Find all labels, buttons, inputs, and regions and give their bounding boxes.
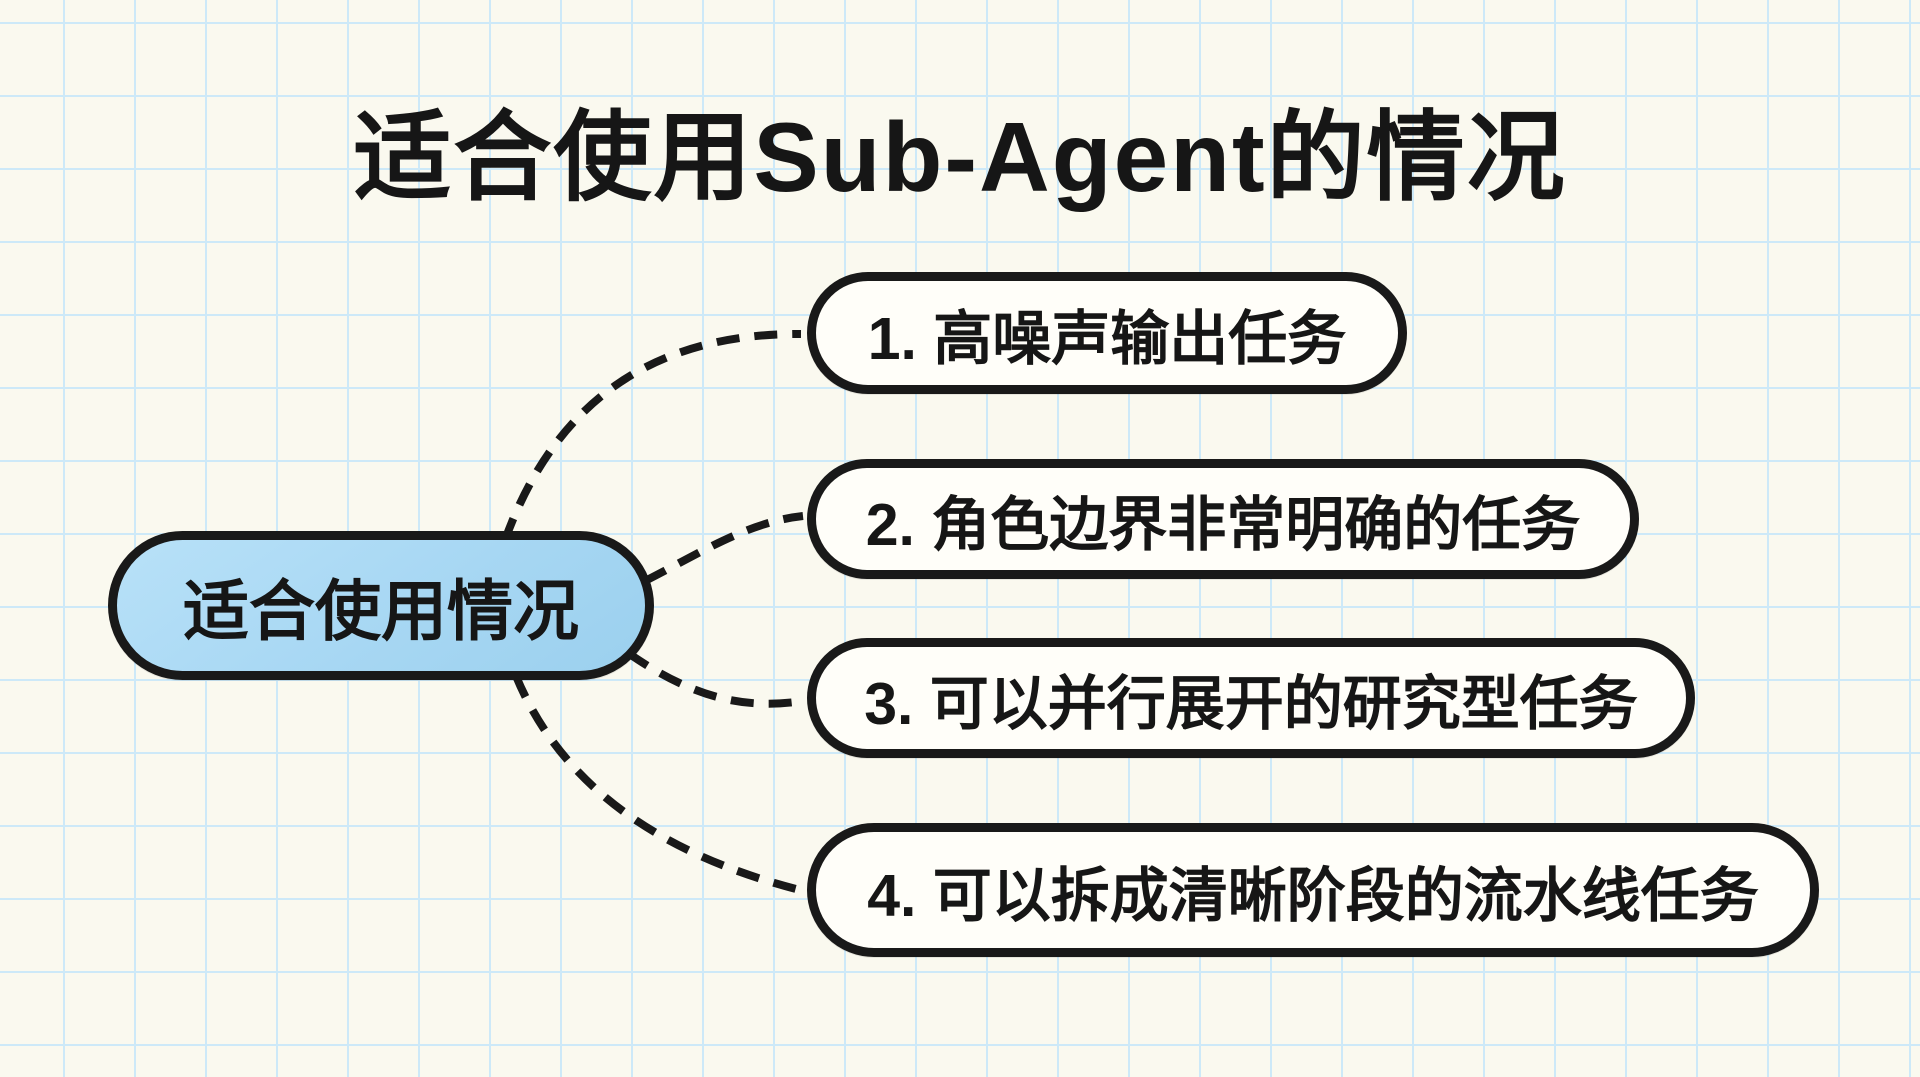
branch-node-1-label: 1. 高噪声输出任务 [867, 305, 1347, 372]
root-node: 适合使用情况 [108, 531, 654, 680]
branch-node-1: 1. 高噪声输出任务 [807, 272, 1407, 394]
connector-branch-3 [625, 649, 804, 708]
branch-node-2-label: 2. 角色边界非常明确的任务 [865, 491, 1581, 558]
connector-branch-4 [512, 674, 801, 894]
connector-branch-2 [643, 512, 804, 585]
connector-branch-1 [501, 329, 802, 542]
branch-node-4: 4. 可以拆成清晰阶段的流水线任务 [807, 823, 1819, 957]
branch-node-3-label: 3. 可以并行展开的研究型任务 [864, 670, 1638, 737]
root-node-label: 适合使用情况 [183, 573, 579, 648]
branch-node-2: 2. 角色边界非常明确的任务 [807, 459, 1639, 579]
page-title: 适合使用Sub-Agent的情况 [353, 102, 1567, 212]
branch-node-4-label: 4. 可以拆成清晰阶段的流水线任务 [867, 862, 1759, 929]
branch-node-3: 3. 可以并行展开的研究型任务 [807, 638, 1695, 758]
